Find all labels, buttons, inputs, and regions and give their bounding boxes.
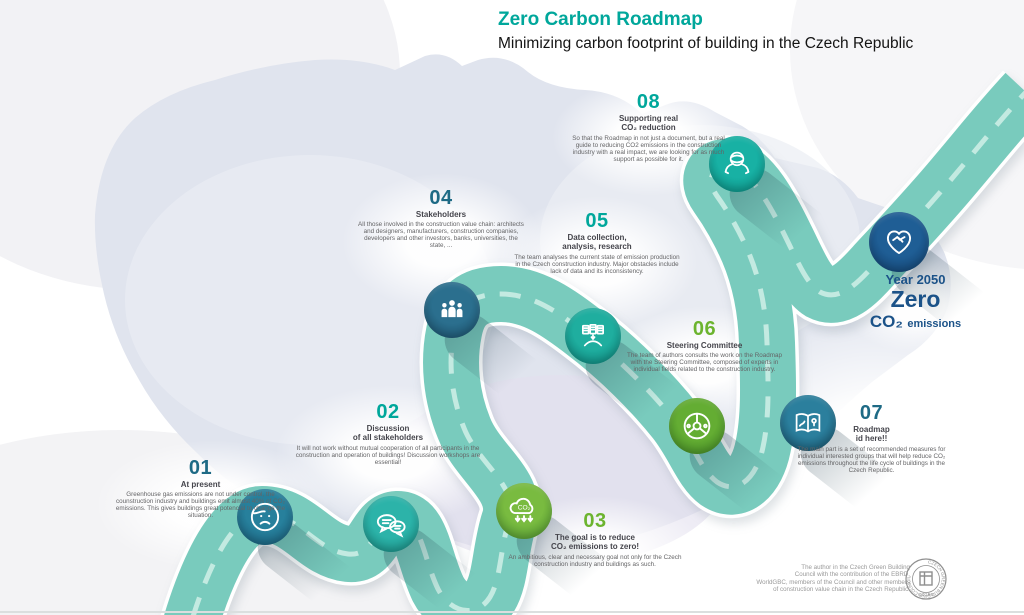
heart-handshake-icon (869, 212, 929, 272)
milestone-01: 01 At present Greenhouse gas emissions a… (108, 458, 293, 520)
milestone-05-title: Data collection, analysis, research (562, 233, 632, 252)
steering-wheel-icon (669, 398, 725, 454)
milestone-07-title: Roadmap id here!! (853, 425, 890, 444)
czgbc-seal-logo: CZECH GREEN BUILDING COUNCIL CZGBC (905, 558, 947, 600)
milestone-05-number: 05 (585, 210, 609, 232)
milestone-03-body: An ambitious, clear and necessary goal n… (508, 553, 682, 568)
goal-emissions-label: emissions (907, 318, 962, 331)
goal-zero-label: Zero (890, 286, 941, 312)
milestone-05-body: The team analyses the current state of e… (514, 253, 680, 275)
milestone-04: 04 Stakeholders All those involved in th… (357, 188, 525, 250)
page-subtitle: Minimizing carbon footprint of building … (498, 34, 914, 52)
bottom-divider (0, 611, 1024, 613)
documents-hand-icon (565, 308, 621, 364)
milestone-03: 03 The goal is to reduce CO₂ emissions t… (500, 511, 690, 569)
milestone-08-title: Supporting real CO₂ reduction (618, 114, 679, 133)
milestone-06-title: Steering Committee (666, 341, 743, 350)
stakeholders-people-icon (424, 282, 480, 338)
svg-text:CO₂: CO₂ (518, 505, 531, 512)
header: Zero Carbon Roadmap Minimizing carbon fo… (498, 8, 913, 53)
roadmap-book-icon (780, 395, 836, 451)
milestone-04-body: All those involved in the construction v… (358, 221, 524, 250)
milestone-08-number: 08 (636, 91, 661, 113)
milestone-01-body: Greenhouse gas emissions are not under c… (115, 491, 286, 520)
milestone-07: 07 Roadmap id here!! The main part is a … (789, 403, 954, 475)
milestone-07-number: 07 (859, 402, 884, 424)
milestone-06-body: The team of authors consults the work on… (626, 352, 783, 374)
milestone-08: 08 Supporting real CO₂ reduction So that… (567, 92, 730, 164)
milestone-02-body: It will not work without mutual cooperat… (295, 444, 481, 466)
milestone-08-body: So that the Roadmap in not just a docume… (572, 134, 725, 163)
milestone-03-title: The goal is to reduce CO₂ emissions to z… (550, 533, 639, 552)
milestone-02-title: Discussion of all stakeholders (352, 424, 424, 443)
goal-emissions-line: CO₂ emissions (848, 312, 983, 332)
milestone-07-body: The main part is a set of recommended me… (797, 445, 946, 474)
sad-earth-icon (237, 489, 293, 545)
milestone-01-title: At present (180, 480, 221, 489)
milestone-06-number: 06 (692, 318, 717, 340)
milestone-04-number: 04 (429, 187, 453, 209)
milestone-03-number: 03 (583, 510, 607, 532)
milestone-06: 06 Steering Committee The team of author… (622, 319, 787, 374)
milestone-01-number: 01 (188, 457, 213, 479)
speech-bubbles-icon (363, 496, 419, 552)
goal-co2-label: CO₂ (869, 312, 903, 332)
co2-reduction-cloud-icon: CO₂ (496, 483, 552, 539)
logo-bottom-text: CZGBC (918, 592, 935, 597)
goal-2050: Year 2050 Zero CO₂ emissions (848, 272, 983, 332)
author-credit: The author in the Czech Green Building C… (756, 564, 910, 593)
milestone-04-title: Stakeholders (415, 210, 467, 219)
hands-holding-globe-icon (709, 136, 765, 192)
page-title: Zero Carbon Roadmap (498, 9, 703, 30)
milestone-02-number: 02 (376, 401, 400, 423)
milestone-02: 02 Discussion of all stakeholders It wil… (293, 402, 483, 467)
milestone-05: 05 Data collection, analysis, research T… (513, 211, 681, 276)
goal-year-label: Year 2050 (885, 272, 946, 287)
